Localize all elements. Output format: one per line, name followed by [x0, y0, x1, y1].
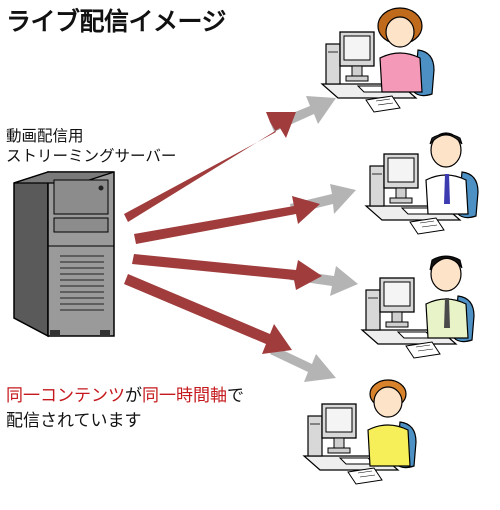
stream-arrow-2	[134, 184, 356, 244]
caption-particle-ga: が	[125, 386, 142, 406]
viewer-man-green-shirt	[361, 255, 475, 359]
caption-line1: 同一コンテンツが同一時間軸で	[6, 384, 244, 409]
stream-arrow-3	[132, 254, 358, 296]
viewer-woman-yellow	[303, 379, 417, 485]
server-label: 動画配信用 ストリーミングサーバー	[6, 126, 176, 166]
diagram-title: ライブ配信イメージ	[6, 7, 227, 36]
streaming-server-icon	[13, 170, 115, 338]
viewer-woman-pink	[321, 7, 435, 113]
viewer-man-white-shirt	[365, 132, 479, 235]
server-label-line1: 動画配信用	[6, 127, 84, 145]
caption-particle-de: で	[227, 386, 244, 406]
stream-arrow-4	[124, 274, 336, 382]
server-label-line2: ストリーミングサーバー	[6, 147, 177, 165]
caption-highlight-timeline: 同一時間軸	[142, 386, 227, 406]
stream-arrow-1	[124, 96, 336, 222]
caption-highlight-content: 同一コンテンツ	[6, 386, 125, 406]
caption-line2: 配信されています	[6, 411, 142, 431]
caption: 同一コンテンツが同一時間軸で 配信されています	[6, 384, 244, 434]
